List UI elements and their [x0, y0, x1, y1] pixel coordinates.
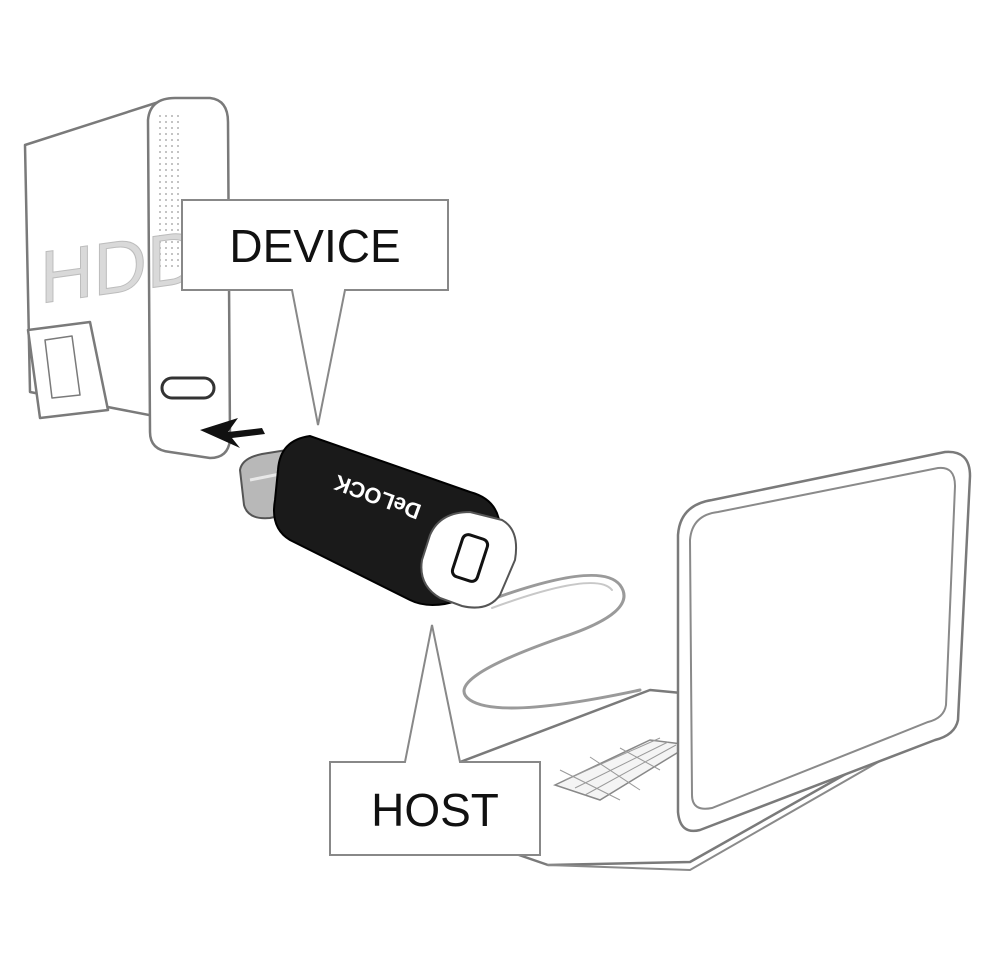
hdd-enclosure: HDD [23, 96, 232, 460]
device-label: DEVICE [229, 220, 400, 272]
host-callout: HOST [329, 624, 541, 856]
otg-adapter: DeLOCK [238, 434, 518, 609]
usb-c-port-icon [160, 376, 216, 400]
micro-usb-port-icon [450, 533, 490, 583]
host-label: HOST [371, 784, 499, 836]
cable [462, 573, 642, 710]
device-callout: DEVICE [181, 199, 449, 426]
insert-arrow-icon [200, 418, 265, 448]
